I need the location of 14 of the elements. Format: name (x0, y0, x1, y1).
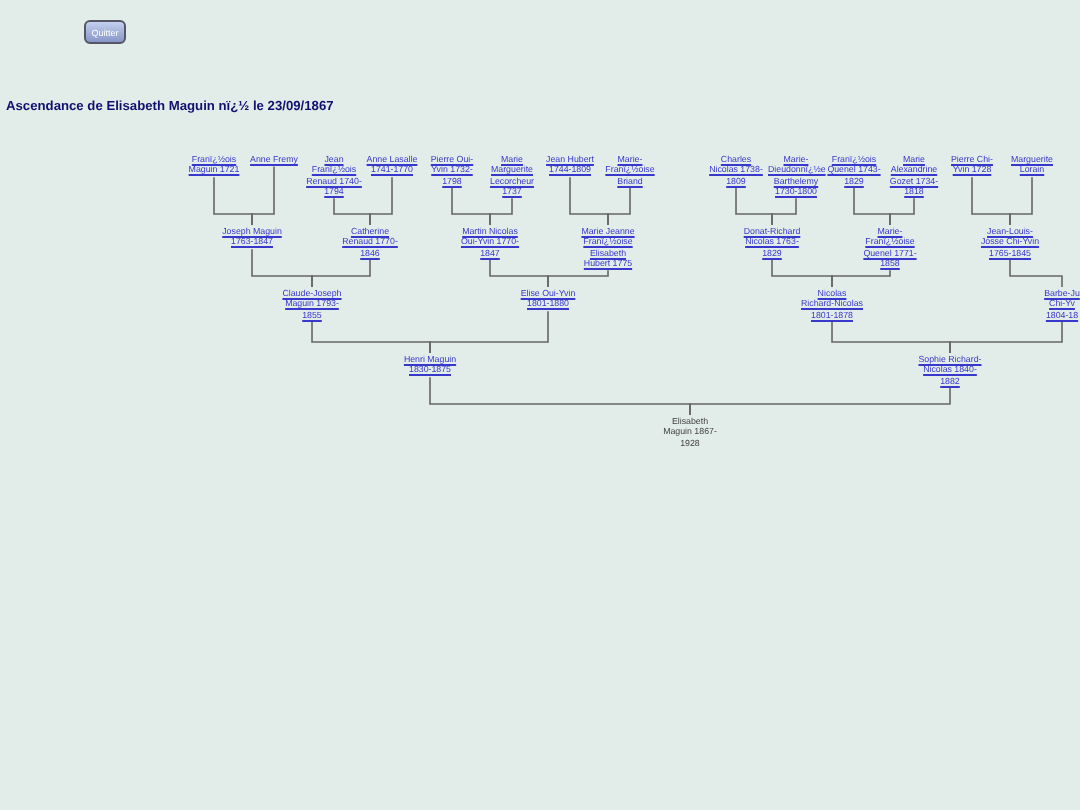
tree-connector (311, 258, 371, 288)
tree-connector (949, 320, 1063, 354)
tree-connector (771, 197, 797, 226)
tree-connector (607, 186, 631, 226)
tree-connector (369, 176, 393, 226)
tree-connector (251, 165, 275, 226)
tree-connector (889, 197, 915, 226)
tree-connector (489, 197, 513, 226)
tree-connector (429, 310, 549, 354)
tree-connector (1009, 258, 1063, 288)
tree-connector (547, 269, 609, 288)
tree-connector (831, 269, 891, 288)
tree-connector (1009, 176, 1033, 226)
tree-connector (689, 386, 951, 416)
